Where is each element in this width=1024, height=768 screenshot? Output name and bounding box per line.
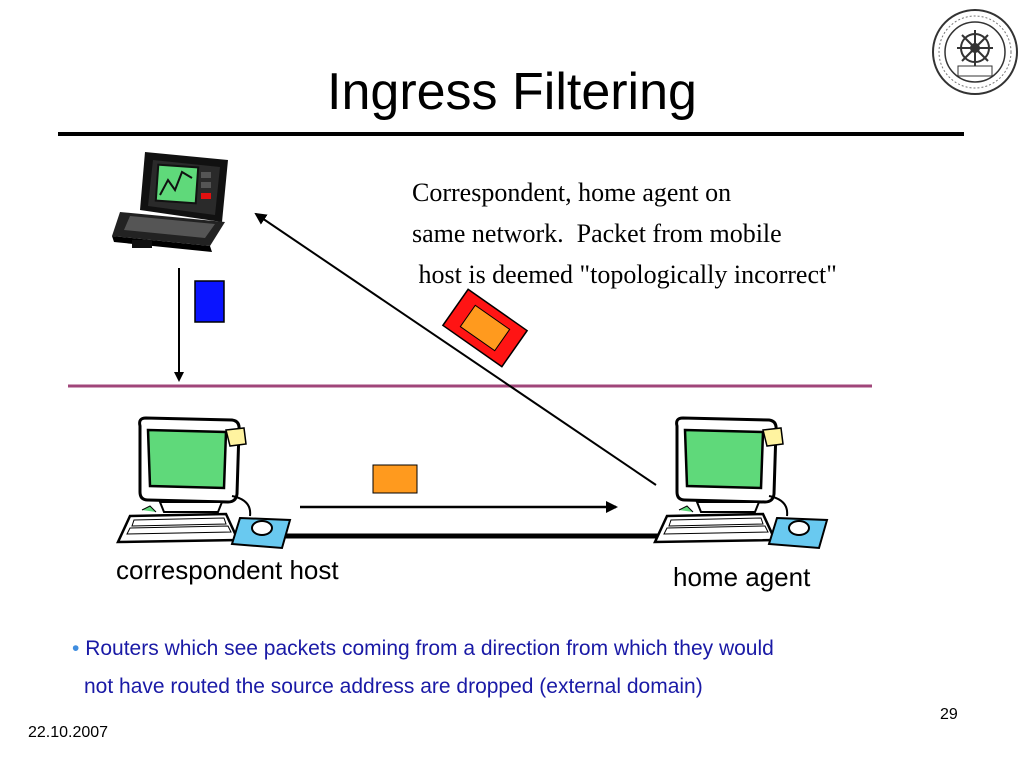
slide-title: Ingress Filtering xyxy=(327,63,697,121)
arrow-homeagent-to-laptop xyxy=(254,212,657,486)
bullet-point: • Routers which see packets coming from … xyxy=(72,630,972,706)
home-agent-label: home agent xyxy=(673,562,811,592)
packet-orange xyxy=(372,464,418,494)
institute-seal-icon xyxy=(932,9,1018,95)
laptop-icon xyxy=(112,152,228,252)
bullet-text-line-1: Routers which see packets coming from a … xyxy=(85,637,774,660)
note-line-2: same network. Packet from mobile xyxy=(412,219,782,248)
bullet-text-line-2: not have routed the source address are d… xyxy=(84,675,703,698)
packet-blue xyxy=(194,280,225,323)
note-line-1: Correspondent, home agent on xyxy=(412,178,732,207)
note-line-3: host is deemed "topologically incorrect" xyxy=(412,260,837,289)
correspondent-host-label: correspondent host xyxy=(116,555,339,585)
packet-rejected xyxy=(441,288,529,368)
desktop-computer-icon xyxy=(653,416,829,550)
explanation-note: Correspondent, home agent on same networ… xyxy=(412,172,837,295)
bullet-marker: • xyxy=(72,637,80,660)
page-number: 29 xyxy=(940,706,958,723)
desktop-computer-icon xyxy=(116,416,292,550)
title-underline xyxy=(58,132,964,136)
slide-date: 22.10.2007 xyxy=(28,724,109,741)
